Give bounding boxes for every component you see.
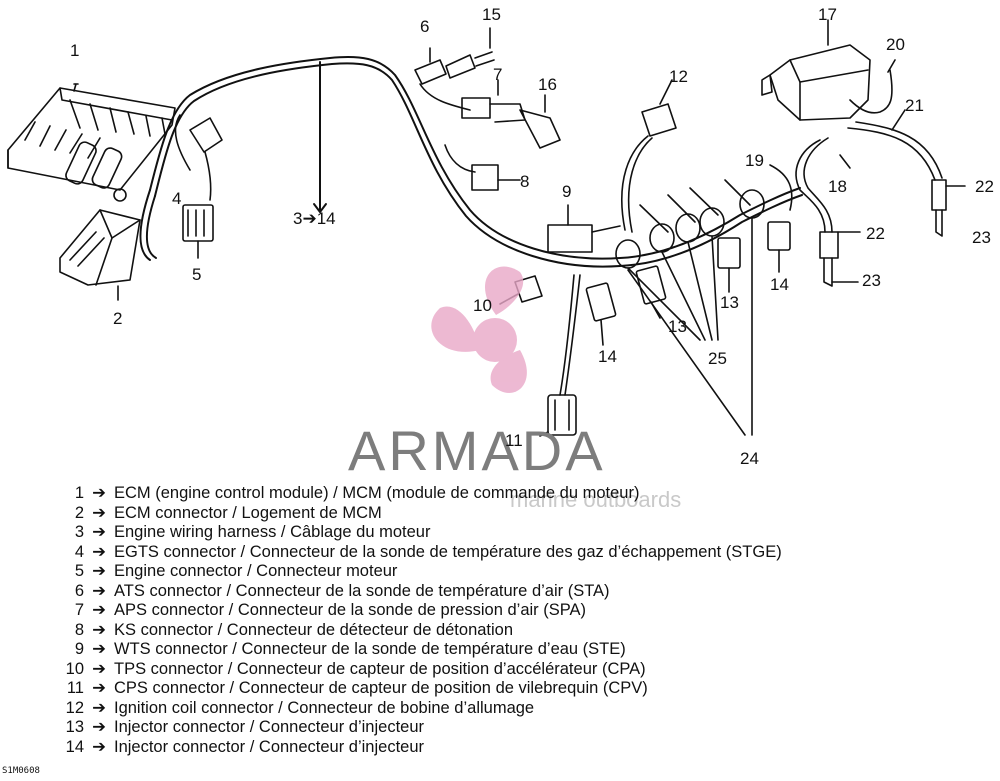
callout-14b: 14 [770,275,789,294]
injector-connectors-drawing [585,179,791,436]
legend-item-number: 2 [74,503,84,522]
legend-item-number: 5 [74,562,84,580]
arrow-icon: ➔ [92,484,106,502]
callout-7: 7 [493,65,503,84]
legend-item-text: Injector connector / Connecteur d’inject… [114,718,425,736]
legend-item: 12 ➔ Ignition coil connector / Connecteur … [0,699,534,718]
main-harness-drawing [139,55,803,268]
wiring-harness-diagram [7,19,966,437]
callout-9: 9 [562,182,572,201]
callout-2: 2 [113,309,123,328]
callout-8: 8 [520,172,530,191]
callout-16: 16 [538,75,557,94]
legend-item-text: EGTS connector / Connecteur de la sonde … [114,542,782,561]
callout-23a: 23 [862,271,881,290]
callout-13b: 13 [720,293,739,312]
legend-item: 2 ➔ ECM connector / Logement de MCM [0,504,382,523]
ecm-connector-drawing [59,209,141,301]
callout-1: 1 [70,41,80,60]
brand-logo-subtext: marine outboards [510,487,682,512]
arrow-icon: ➔ [92,503,106,522]
legend-item-number: 8 [74,620,84,639]
callout-24: 24 [740,449,759,468]
legend-item-number: 10 [65,659,84,678]
legend-item: 9 ➔ WTS connector / Connecteur de la sonde… [0,640,626,659]
legend-item-number: 6 [74,581,84,600]
legend-item-text: APS connector / Connecteur de la sonde d… [114,601,587,619]
legend-item: 4 ➔ EGTS connector / Connecteur de la sond… [0,543,782,562]
callout-6: 6 [420,17,430,36]
legend-item: 5 ➔ Engine connector / Connecteur moteur [0,562,398,581]
legend-item-number: 3 [74,523,84,541]
legend-item: 7 ➔ APS connector / Connecteur de la sonde… [0,601,586,620]
legend-item-text: Injector connector / Connecteur d’inject… [114,737,425,756]
legend-item-number: 9 [74,640,84,658]
callout-4: 4 [172,189,182,208]
callout-10: 10 [473,296,492,315]
legend-item-number: 7 [74,601,84,619]
callout-25: 25 [708,349,727,368]
legend-item-number: 14 [65,737,84,756]
arrow-icon: ➔ [92,679,106,697]
legend-item: 10 ➔ TPS connector / Connecteur de capteur… [0,660,646,679]
legend-item: 13 ➔ Injector connector / Connecteur d’inj… [0,718,424,737]
legend-item-text: Engine connector / Connecteur moteur [114,562,398,580]
arrow-icon: ➔ [92,523,106,541]
callout-22a: 22 [866,224,885,243]
arrow-icon: ➔ [92,562,106,580]
figure-reference-code: S1M0608 [2,766,40,776]
callout-12: 12 [669,67,688,86]
callout-3: 3➔14 [293,209,336,228]
callout-19: 19 [745,151,764,170]
arrow-icon: ➔ [92,698,106,717]
legend-item: 11 ➔ CPS connector / Connecteur de capteur… [0,679,648,698]
callout-20: 20 [886,35,905,54]
callout-17: 17 [818,5,837,24]
legend-item-text: ATS connector / Connecteur de la sonde d… [114,581,610,600]
ignition-coil-drawing [761,19,966,287]
callout-18: 18 [828,177,847,196]
egts-connector-drawing [174,114,223,259]
arrow-icon: ➔ [92,581,106,600]
legend-item: 8 ➔ KS connector / Connecteur de détecteur… [0,621,513,640]
sensor-leads-drawing [414,27,561,191]
arrow-icon: ➔ [92,718,106,736]
brand-logo-text: ARMADA [348,419,606,482]
arrow-icon: ➔ [92,640,106,658]
arrow-icon: ➔ [92,542,106,561]
callout-11: 11 [505,431,523,450]
legend-item-text: ECM (engine control module) / MCM (modul… [114,484,640,502]
legend-item-text: Engine wiring harness / Câblage du moteu… [114,523,431,541]
propeller-icon [431,266,527,393]
wts-tps-cps-drawing [499,204,621,437]
ecm-module-drawing [7,83,176,202]
legend-item-number: 4 [74,542,84,561]
ignition-connector-drawing [621,79,677,233]
legend-item-number: 1 [74,484,84,502]
callout-21: 21 [905,96,924,115]
callout-14a: 14 [598,347,617,366]
callout-23b: 23 [972,228,991,247]
arrow-icon: ➔ [92,737,106,756]
legend-item: 6 ➔ ATS connector / Connecteur de la sonde… [0,582,610,601]
callout-13a: 13 [668,317,687,336]
legend-item-text: TPS connector / Connecteur de capteur de… [114,659,646,678]
legend-item-number: 11 [66,679,84,697]
legend-item-text: Ignition coil connector / Connecteur de … [114,698,535,717]
callout-15: 15 [482,5,501,24]
legend-item-text: KS connector / Connecteur de détecteur d… [114,620,514,639]
callout-22b: 22 [975,177,994,196]
legend-item: 14 ➔ Injector connector / Connecteur d’inj… [0,738,424,757]
legend-item-number: 13 [65,718,84,736]
arrow-icon: ➔ [92,601,106,619]
legend-item: 3 ➔ Engine wiring harness / Câblage du mot… [0,523,431,542]
legend-item: 1 ➔ ECM (engine control module) / MCM (mod… [0,484,640,503]
callout-5: 5 [192,265,202,284]
legend-item-text: WTS connector / Connecteur de la sonde d… [114,640,626,658]
arrow-icon: ➔ [92,659,106,678]
arrow-icon: ➔ [92,620,106,639]
legend-item-text: CPS connector / Connecteur de capteur de… [114,679,648,697]
legend-item-number: 12 [65,698,84,717]
legend-item-text: ECM connector / Logement de MCM [114,503,382,522]
